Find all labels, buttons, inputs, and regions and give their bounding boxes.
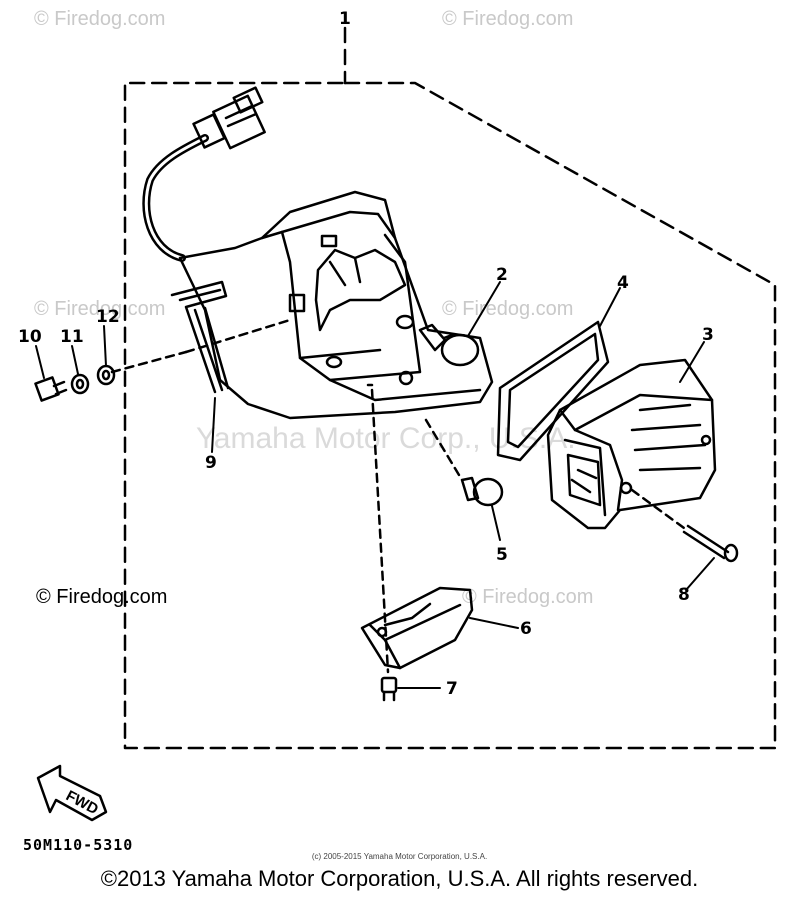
- leader-11: [71, 345, 79, 375]
- watermark-top-left: © Firedog.com: [34, 8, 166, 30]
- watermark-firedog-inline: © Firedog.com: [36, 586, 168, 608]
- callout-8: 8: [678, 585, 690, 605]
- leader-9: [211, 397, 216, 453]
- lens-part-3: [546, 358, 717, 530]
- callout-7: 7: [446, 679, 458, 699]
- fwd-arrow-icon: FWD: [36, 764, 108, 822]
- copyright-notice: ©2013 Yamaha Motor Corporation, U.S.A. A…: [100, 866, 699, 891]
- leader-3: [679, 341, 705, 383]
- leader-5: [491, 505, 501, 541]
- callout-4: 4: [617, 273, 629, 293]
- leader-8: [685, 557, 715, 591]
- leader-10: [35, 345, 45, 379]
- leader-6: [469, 617, 519, 629]
- gasket-part-9: [170, 280, 230, 394]
- watermark-mid-right: © Firedog.com: [442, 298, 574, 320]
- bulb-part-2: [418, 323, 480, 367]
- callout-5: 5: [496, 545, 508, 565]
- leader-cover: [370, 388, 390, 674]
- washer-part-11: [70, 373, 90, 395]
- callout-11: 11: [60, 327, 84, 347]
- screw-part-7: [380, 676, 398, 702]
- diagram-part-code: 50M110-5310: [23, 836, 134, 854]
- callout-10: 10: [18, 327, 42, 347]
- leader-fasteners-2: [184, 318, 292, 354]
- washer-part-12: [96, 364, 116, 386]
- callout-6: 6: [520, 619, 532, 639]
- taillight-housing: [178, 190, 494, 420]
- leader-fasteners: [110, 350, 188, 374]
- leader-2: [467, 281, 501, 337]
- watermark-corporate: Yamaha Motor Corp., U.S.A.: [196, 422, 576, 455]
- small-copyright: (c) 2005-2015 Yamaha Motor Corporation, …: [311, 852, 488, 861]
- callout-9: 9: [205, 453, 217, 473]
- leader-4: [599, 287, 621, 327]
- leader-12: [103, 325, 107, 367]
- watermark-low-right: © Firedog.com: [462, 586, 594, 608]
- callout-12: 12: [96, 307, 120, 327]
- license-lamp-cover-part-6: [360, 586, 474, 670]
- screw-part-8: [630, 488, 739, 563]
- lens-gasket-part-4: [496, 320, 610, 462]
- callout-3: 3: [702, 325, 714, 345]
- assembly-boundary: [123, 81, 777, 750]
- callout-1: 1: [339, 9, 351, 29]
- wire-harness: [142, 86, 266, 262]
- bulb-part-5: [424, 418, 504, 507]
- watermark-top-right: © Firedog.com: [442, 8, 574, 30]
- watermark-mid-left: © Firedog.com: [34, 298, 166, 320]
- bolt-part-10: [34, 376, 68, 402]
- callout-2: 2: [496, 265, 508, 285]
